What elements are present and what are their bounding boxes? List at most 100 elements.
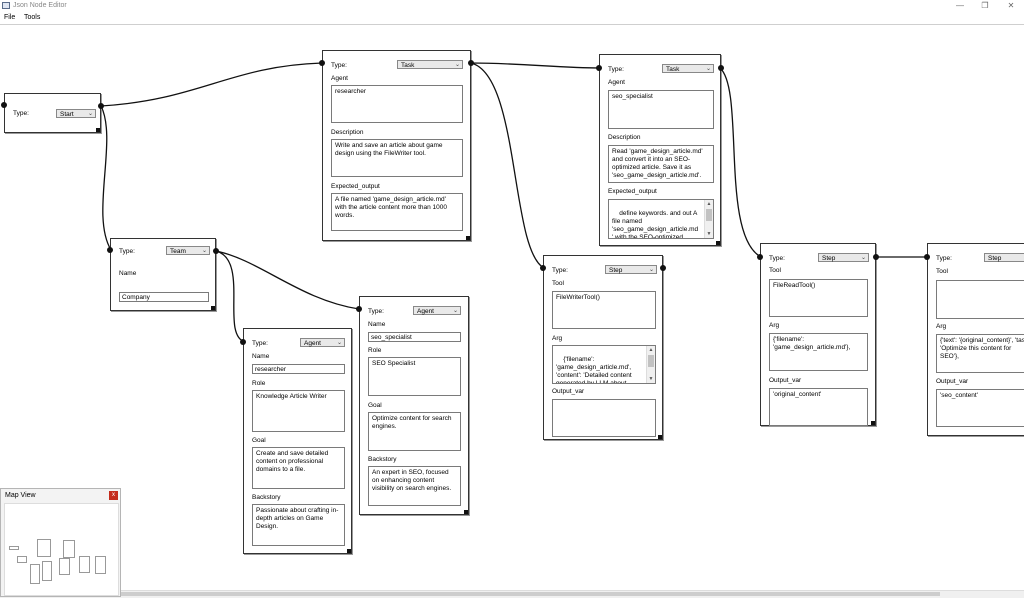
input-port-task-2[interactable] — [596, 65, 602, 71]
scroll-thumb[interactable] — [706, 209, 712, 221]
role-field[interactable]: Knowledge Article Writer — [252, 390, 345, 432]
agent-field[interactable]: researcher — [331, 85, 463, 123]
arg-field[interactable]: {'filename': 'game_design_article.md', '… — [552, 345, 656, 384]
output-var-field[interactable]: 'original_content' — [769, 388, 868, 426]
resize-handle[interactable] — [716, 241, 720, 245]
output-var-field[interactable] — [552, 399, 656, 437]
node-start[interactable]: Type: Start⌄ — [4, 93, 101, 133]
maximize-button[interactable]: ❐ — [981, 1, 989, 10]
type-select[interactable]: Step⌄ — [818, 253, 869, 262]
node-team[interactable]: Type: Team⌄ Name Company — [110, 238, 216, 311]
arg-field[interactable]: {'text': '{original_content}', 'task': '… — [936, 334, 1024, 373]
scroll-thumb[interactable] — [120, 592, 940, 596]
input-port-agent-1[interactable] — [240, 339, 246, 345]
goal-field[interactable]: Optimize content for search engines. — [368, 412, 461, 451]
output-port-start[interactable] — [98, 103, 104, 109]
agent-field[interactable]: seo_specialist — [608, 90, 714, 129]
name-input[interactable]: researcher — [252, 364, 345, 374]
node-agent-2[interactable]: Type: Agent⌄ Name seo_specialist Role SE… — [359, 296, 469, 515]
input-port-step-1[interactable] — [540, 265, 546, 271]
role-label: Role — [252, 380, 266, 387]
vertical-scrollbar[interactable]: ▲▼ — [646, 346, 655, 383]
input-port-step-2[interactable] — [757, 254, 763, 260]
resize-handle[interactable] — [211, 306, 215, 310]
vertical-scrollbar[interactable]: ▲▼ — [704, 200, 713, 238]
output-port-team[interactable] — [213, 248, 219, 254]
node-agent-1[interactable]: Type: Agent⌄ Name researcher Role Knowle… — [243, 328, 352, 554]
type-select[interactable]: Step⌄ — [605, 265, 657, 274]
minimize-button[interactable]: — — [956, 1, 964, 10]
minimap-node — [9, 546, 19, 550]
backstory-field[interactable]: An expert in SEO, focused on enhancing c… — [368, 466, 461, 506]
input-port-start[interactable] — [1, 102, 7, 108]
node-step-1[interactable]: Type: Step⌄ Tool FileWriterTool() Arg {'… — [543, 255, 663, 440]
tool-field[interactable]: FileWriterTool() — [552, 291, 656, 329]
tool-label: Tool — [769, 267, 781, 274]
type-label: Type: — [119, 248, 135, 255]
output-port-step-1[interactable] — [660, 265, 666, 271]
goal-field[interactable]: Create and save detailed content on prof… — [252, 447, 345, 489]
scroll-thumb[interactable] — [648, 355, 654, 367]
scroll-up-icon[interactable]: ▲ — [648, 347, 654, 353]
input-port-team[interactable] — [107, 247, 113, 253]
horizontal-scrollbar[interactable] — [0, 590, 1024, 598]
backstory-field[interactable]: Passionate about crafting in-depth artic… — [252, 504, 345, 546]
output-port-step-2[interactable] — [873, 254, 879, 260]
type-value: Agent — [304, 340, 321, 347]
menu-tools[interactable]: Tools — [24, 14, 41, 21]
type-value: Step — [988, 255, 1002, 262]
output-port-task-1[interactable] — [468, 60, 474, 66]
tool-field[interactable]: FileReadTool() — [769, 279, 868, 317]
resize-handle[interactable] — [658, 435, 662, 439]
description-field[interactable]: Write and save an article about game des… — [331, 139, 463, 177]
map-view-panel[interactable]: Map View x — [0, 488, 121, 597]
resize-handle[interactable] — [96, 128, 100, 132]
resize-handle[interactable] — [464, 510, 468, 514]
expected-output-field[interactable]: A file named 'game_design_article.md' wi… — [331, 193, 463, 231]
output-var-field[interactable]: 'seo_content' — [936, 389, 1024, 427]
type-select[interactable]: Step⌄ — [984, 253, 1024, 262]
input-port-step-3[interactable] — [924, 254, 930, 260]
name-label: Name — [119, 270, 137, 277]
arg-field[interactable]: {'filename': 'game_design_article.md'}, — [769, 333, 868, 371]
menu-file[interactable]: File — [4, 14, 16, 21]
type-select[interactable]: Agent⌄ — [300, 338, 345, 347]
minimap-canvas[interactable] — [4, 503, 119, 596]
minimap-node — [79, 556, 90, 573]
node-step-2[interactable]: Type: Step⌄ Tool FileReadTool() Arg {'fi… — [760, 243, 876, 426]
chevron-down-icon: ⌄ — [452, 308, 458, 314]
type-select[interactable]: Task⌄ — [662, 64, 714, 73]
node-step-3[interactable]: Type: Step⌄ Tool Arg {'text': '{original… — [927, 243, 1024, 436]
input-port-task-1[interactable] — [319, 60, 325, 66]
map-view-close-button[interactable]: x — [109, 491, 118, 500]
expected-output-field[interactable]: define keywords. and out A file named 's… — [608, 199, 714, 239]
tool-field[interactable] — [936, 280, 1024, 319]
type-label: Type: — [331, 62, 347, 69]
name-input[interactable]: Company — [119, 292, 209, 302]
scroll-down-icon[interactable]: ▼ — [706, 231, 712, 237]
scroll-up-icon[interactable]: ▲ — [706, 201, 712, 207]
node-task-2[interactable]: Type: Task⌄ Agent seo_specialist Descrip… — [599, 54, 721, 246]
resize-handle[interactable] — [347, 549, 351, 553]
name-input[interactable]: seo_specialist — [368, 332, 461, 342]
close-button[interactable]: ✕ — [1007, 1, 1015, 10]
type-select[interactable]: Start⌄ — [56, 109, 96, 118]
output-port-task-2[interactable] — [718, 65, 724, 71]
type-value: Step — [822, 255, 836, 262]
scroll-down-icon[interactable]: ▼ — [648, 376, 654, 382]
type-select[interactable]: Task⌄ — [397, 60, 463, 69]
type-select[interactable]: Agent⌄ — [413, 306, 461, 315]
input-port-agent-2[interactable] — [356, 306, 362, 312]
role-field[interactable]: SEO Specialist — [368, 357, 461, 396]
minimap-node — [63, 540, 75, 558]
minimap-node — [42, 561, 52, 581]
resize-handle[interactable] — [871, 421, 875, 425]
type-select[interactable]: Team⌄ — [166, 246, 210, 255]
description-field[interactable]: Read 'game_design_article.md' and conver… — [608, 145, 714, 183]
tool-label: Tool — [936, 268, 948, 275]
type-value: Start — [60, 111, 74, 118]
output-var-label: Output_var — [769, 377, 802, 384]
chevron-down-icon: ⌄ — [201, 248, 207, 254]
resize-handle[interactable] — [466, 236, 470, 240]
node-task-1[interactable]: Type: Task⌄ Agent researcher Description… — [322, 50, 471, 241]
